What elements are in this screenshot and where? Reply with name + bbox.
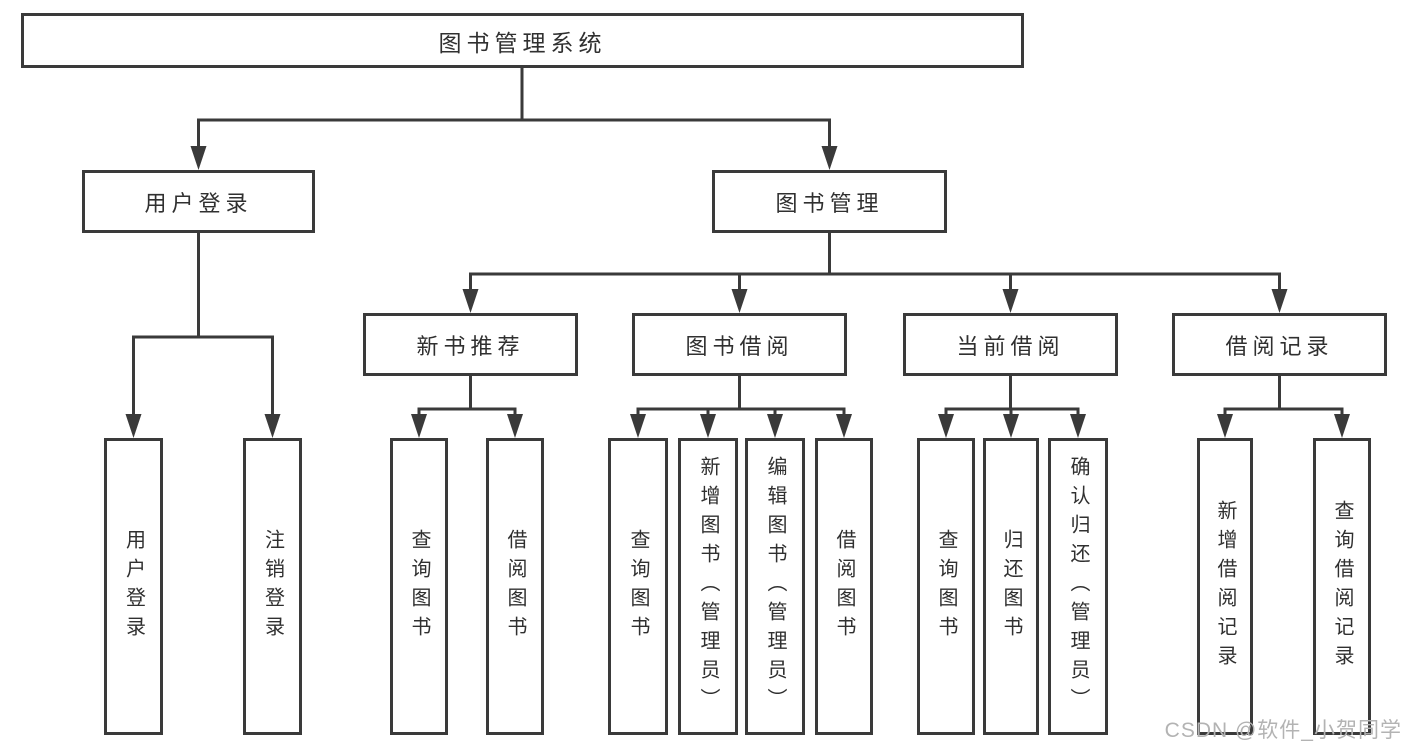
node-br-add-record: 新增借阅记录 <box>1197 438 1253 735</box>
node-root: 图书管理系统 <box>21 13 1024 68</box>
node-bb-query-books: 查询图书 <box>608 438 668 735</box>
node-current-borrowing: 当前借阅 <box>903 313 1118 376</box>
node-borrowing-records: 借阅记录 <box>1172 313 1387 376</box>
node-user-login: 用户登录 <box>82 170 315 233</box>
node-bb-add-books-admin: 新增图书（管理员） <box>678 438 738 735</box>
node-logout-leaf: 注销登录 <box>243 438 302 735</box>
node-bb-edit-books-admin: 编辑图书（管理员） <box>745 438 805 735</box>
node-new-book-recommendation: 新书推荐 <box>363 313 578 376</box>
node-book-borrowing: 图书借阅 <box>632 313 847 376</box>
node-br-query-record: 查询借阅记录 <box>1313 438 1371 735</box>
node-rec-query-books: 查询图书 <box>390 438 448 735</box>
node-cb-query-books: 查询图书 <box>917 438 975 735</box>
node-cb-confirm-return-admin: 确认归还（管理员） <box>1048 438 1108 735</box>
node-cb-return-books: 归还图书 <box>983 438 1039 735</box>
csdn-watermark: CSDN @软件_小贺同学 <box>1164 719 1402 742</box>
node-rec-borrow-books: 借阅图书 <box>486 438 544 735</box>
node-book-management: 图书管理 <box>712 170 947 233</box>
node-user-login-leaf: 用户登录 <box>104 438 163 735</box>
node-bb-borrow-books: 借阅图书 <box>815 438 873 735</box>
